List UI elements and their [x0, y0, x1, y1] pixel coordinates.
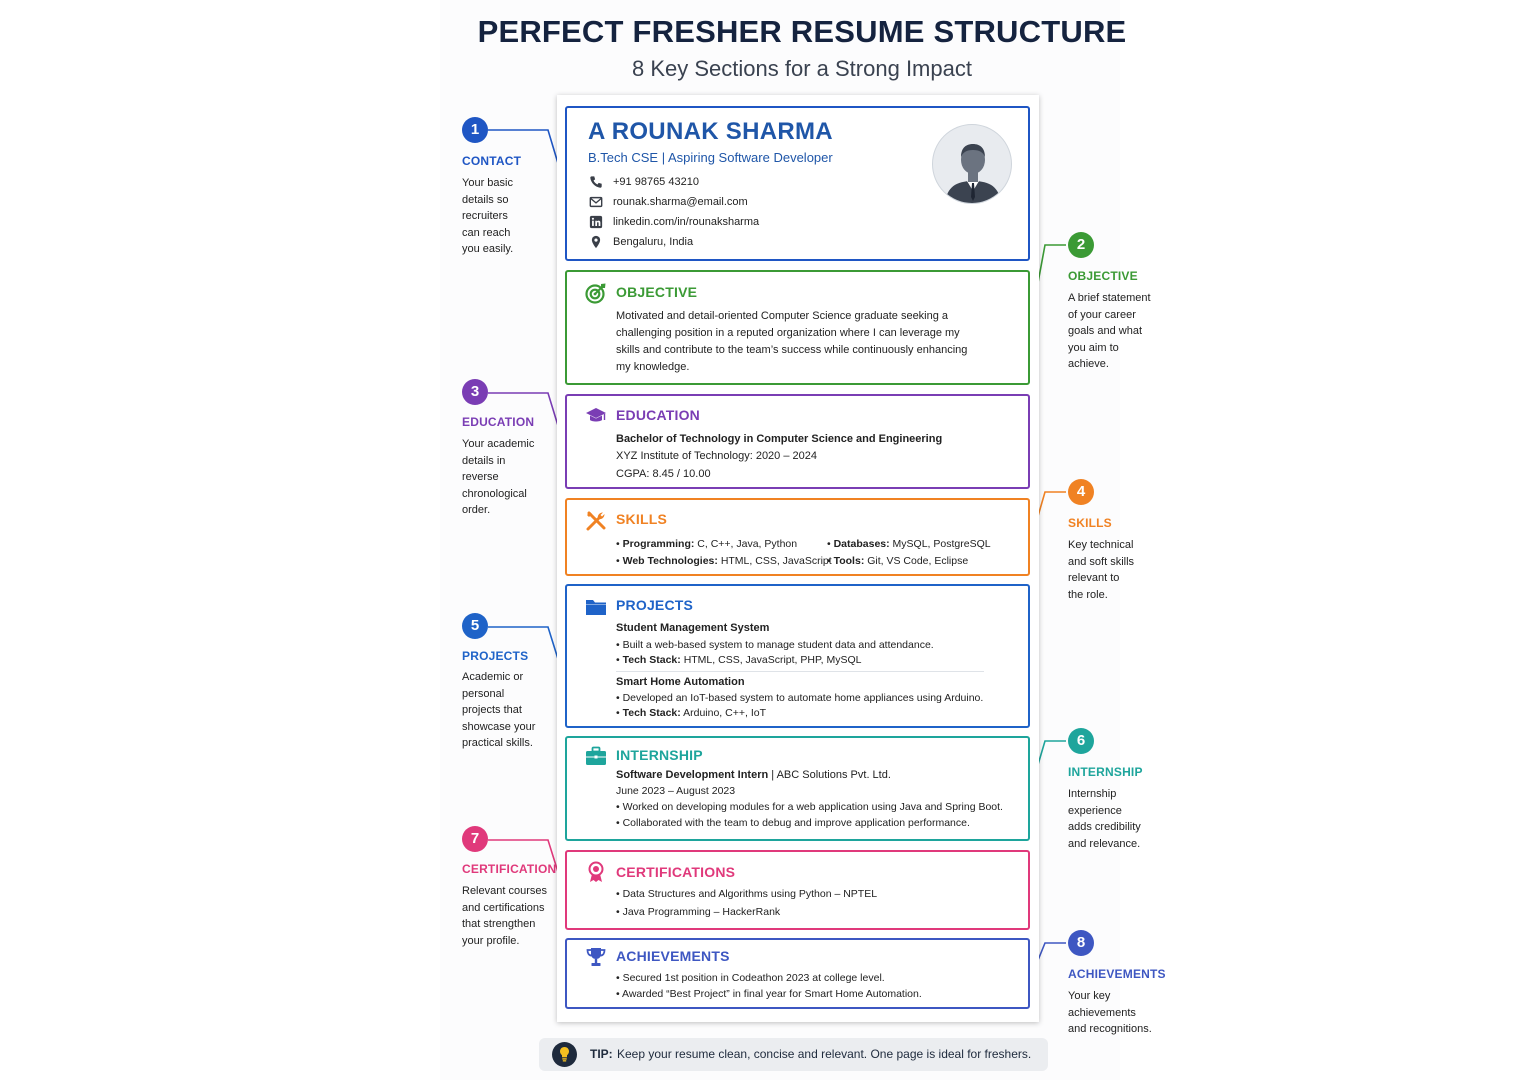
- callout-badge-4: 4: [1068, 479, 1094, 505]
- project-1-name: Student Management System: [616, 622, 770, 634]
- callout-label-certifications: CERTIFICATIONS: [462, 862, 565, 876]
- phone-icon: [590, 176, 602, 188]
- section-objective: OBJECTIVE Motivated and detail-oriented …: [565, 270, 1030, 385]
- page-title: PERFECT FRESHER RESUME STRUCTURE: [477, 14, 1127, 49]
- tip-text: Keep your resume clean, concise and rele…: [617, 1047, 1032, 1061]
- skill-item-programming: • Programming: C, C++, Java, Python: [616, 538, 798, 550]
- project-2-stack: • Tech Stack: Arduino, C++, IoT: [616, 707, 766, 719]
- project-2-desc: • Developed an IoT-based system to autom…: [616, 692, 984, 704]
- contact-email-row: rounak.sharma@email.com: [589, 194, 748, 210]
- project-2-name: Smart Home Automation: [616, 676, 745, 688]
- callout-label-education: EDUCATION: [462, 415, 535, 429]
- contact-location: Bengaluru, India: [613, 236, 694, 248]
- section-achievements: ACHIEVEMENTS • Secured 1st position in C…: [565, 938, 1030, 1009]
- resume-tagline: B.Tech CSE | Aspiring Software Developer: [588, 150, 833, 165]
- education-title: EDUCATION: [616, 407, 700, 423]
- internship-role-line: Software Development Intern | ABC Soluti…: [616, 769, 891, 781]
- linkedin-icon: [589, 215, 603, 229]
- tools-icon: [586, 511, 606, 531]
- page-subtitle: 8 Key Sections for a Strong Impact: [632, 56, 972, 81]
- objective-text: Motivated and detail-oriented Computer S…: [616, 310, 968, 373]
- tip-banner: TIP: Keep your resume clean, concise and…: [539, 1038, 1048, 1071]
- briefcase-icon: [586, 746, 606, 765]
- project-1-desc: • Built a web-based system to manage stu…: [616, 639, 934, 651]
- internship-title: INTERNSHIP: [616, 747, 703, 763]
- target-icon: [585, 283, 606, 304]
- internship-bullet-2: • Collaborated with the team to debug an…: [616, 817, 970, 829]
- certification-item-1: • Data Structures and Algorithms using P…: [616, 888, 878, 900]
- section-contact: A ROUNAK SHARMA B.Tech CSE | Aspiring So…: [565, 106, 1030, 261]
- folder-icon: [586, 600, 606, 615]
- objective-title: OBJECTIVE: [616, 284, 698, 300]
- award-ribbon-icon: [588, 861, 604, 882]
- education-cgpa: CGPA: 8.45 / 10.00: [616, 468, 711, 480]
- skill-item-tools: • Tools: Git, VS Code, Eclipse: [827, 555, 969, 567]
- callout-badge-7: 7: [462, 826, 488, 852]
- graduation-cap-icon: [586, 408, 606, 422]
- certification-item-2: • Java Programming – HackerRank: [616, 906, 781, 918]
- section-certifications: CERTIFICATIONS • Data Structures and Alg…: [565, 850, 1030, 930]
- callout-label-objective: OBJECTIVE: [1068, 269, 1138, 283]
- location-pin-icon: [591, 235, 601, 249]
- callout-badge-2: 2: [1068, 232, 1094, 258]
- internship-dates: June 2023 – August 2023: [616, 785, 736, 797]
- resume-name: A ROUNAK SHARMA: [588, 118, 833, 145]
- section-education: EDUCATION Bachelor of Technology in Comp…: [565, 394, 1030, 489]
- education-institute: XYZ Institute of Technology: 2020 – 2024: [616, 450, 817, 462]
- internship-bullet-1: • Worked on developing modules for a web…: [616, 801, 1003, 813]
- achievement-item-2: • Awarded “Best Project” in final year f…: [616, 988, 922, 1000]
- callout-label-projects: PROJECTS: [462, 649, 529, 663]
- callout-badge-8: 8: [1068, 930, 1094, 956]
- contact-phone-row: +91 98765 43210: [589, 174, 699, 190]
- contact-linkedin-row: linkedin.com/in/rounaksharma: [589, 214, 759, 230]
- tip-icon-badge: [552, 1042, 577, 1067]
- callout-label-achievements: ACHIEVEMENTS: [1068, 967, 1166, 981]
- contact-phone: +91 98765 43210: [613, 176, 699, 188]
- contact-email: rounak.sharma@email.com: [613, 196, 748, 208]
- callout-label-internship: INTERNSHIP: [1068, 765, 1143, 779]
- tip-label: TIP:: [590, 1047, 613, 1061]
- project-1-stack: • Tech Stack: HTML, CSS, JavaScript, PHP…: [616, 654, 862, 666]
- user-avatar-icon: [945, 144, 1001, 203]
- callout-badge-6: 6: [1068, 728, 1094, 754]
- section-internship: INTERNSHIP Software Development Intern |…: [565, 736, 1030, 841]
- contact-linkedin: linkedin.com/in/rounaksharma: [613, 216, 760, 228]
- avatar: [932, 124, 1012, 204]
- skill-item-databases: • Databases: MySQL, PostgreSQL: [827, 538, 991, 550]
- skills-title: SKILLS: [616, 511, 667, 527]
- projects-title: PROJECTS: [616, 597, 694, 613]
- section-projects: PROJECTS Student Management System • Bui…: [565, 584, 1030, 728]
- trophy-icon: [586, 948, 606, 966]
- callout-badge-1: 1: [462, 117, 488, 143]
- education-degree: Bachelor of Technology in Computer Scien…: [616, 433, 943, 445]
- achievement-item-1: • Secured 1st position in Codeathon 2023…: [616, 972, 885, 984]
- certifications-title: CERTIFICATIONS: [616, 864, 736, 880]
- skill-item-web: • Web Technologies: HTML, CSS, JavaScrip…: [616, 555, 832, 567]
- lightbulb-icon: [560, 1047, 569, 1062]
- section-skills: SKILLS • Programming: C, C++, Java, Pyth…: [565, 498, 1030, 576]
- callout-badge-5: 5: [462, 613, 488, 639]
- callout-label-skills: SKILLS: [1068, 516, 1112, 530]
- projects-divider: [616, 671, 984, 672]
- contact-location-row: Bengaluru, India: [589, 234, 693, 250]
- callout-label-contact: CONTACT: [462, 154, 522, 168]
- email-icon: [589, 196, 603, 208]
- achievements-title: ACHIEVEMENTS: [616, 948, 730, 964]
- callout-badge-3: 3: [462, 379, 488, 405]
